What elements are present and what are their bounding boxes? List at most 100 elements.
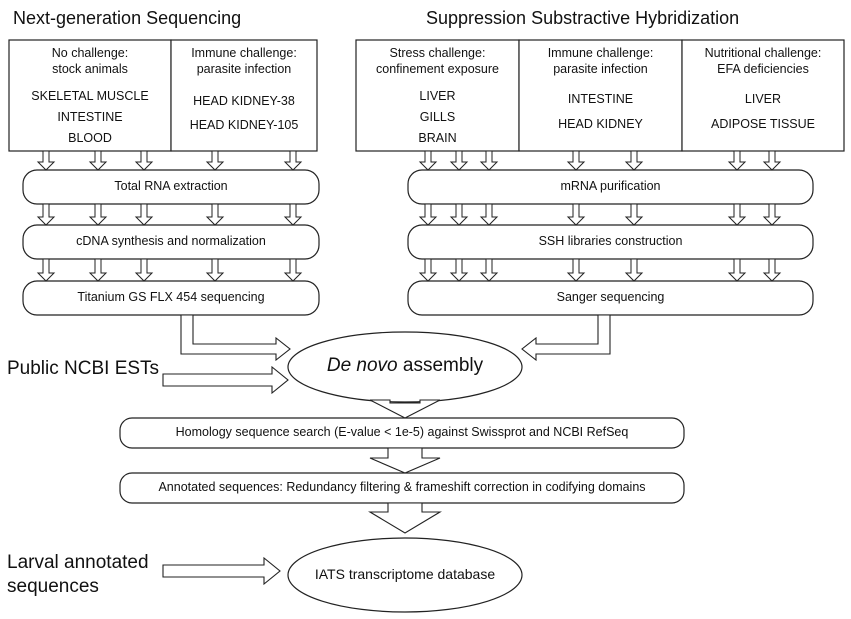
ngs-step-sequencing: Titanium GS FLX 454 sequencing: [77, 290, 265, 304]
down-arrow: [449, 258, 469, 282]
down-arrow: [283, 203, 303, 226]
ssh-to-assembly-arrow: [521, 314, 611, 362]
ssh-box2-tissue-2: HEAD KIDNEY: [558, 117, 643, 131]
ssh-step-mrna-box: [407, 169, 814, 205]
down-arrow: [624, 150, 644, 171]
down-arrow: [727, 258, 747, 282]
public-ests-arrow: [162, 365, 289, 395]
ssh-step-libraries: SSH libraries construction: [538, 234, 683, 248]
ngs-box2-title-line2: parasite infection: [196, 61, 292, 76]
ssh-box3-title: Nutritional challenge: EFA deficiencies: [682, 46, 844, 77]
ngs-step-rna-box: [22, 169, 320, 205]
down-arrow: [566, 203, 586, 226]
down-arrow: [418, 203, 438, 226]
ssh-box1-tissue-3: BRAIN: [418, 131, 457, 145]
down-arrow: [88, 150, 108, 171]
larval-label-line1: Larval annotated: [7, 552, 149, 573]
down-arrow: [205, 258, 225, 282]
ngs-title: Next-generation Sequencing: [13, 8, 242, 28]
ngs-box2-tissue-2: HEAD KIDNEY-105: [189, 118, 299, 132]
ssh-box1-title-line2: confinement exposure: [376, 61, 499, 76]
assembly-label: De novo assembly: [288, 354, 522, 378]
ssh-step-sanger: Sanger sequencing: [556, 290, 665, 304]
assembly-label-italic: De novo: [326, 355, 398, 376]
larval-label-line2: sequences: [7, 575, 99, 597]
down-arrow: [566, 150, 586, 171]
arrow-row-group: [36, 150, 782, 282]
down-arrow: [449, 150, 469, 171]
ngs-box2-tissue-1: HEAD KIDNEY-38: [193, 94, 295, 108]
ssh-box1-tissue-2: GILLS: [419, 110, 456, 124]
down-arrow: [479, 150, 499, 171]
down-arrow: [88, 203, 108, 226]
down-arrow: [134, 203, 154, 226]
ngs-box1-tissue-3: BLOOD: [68, 131, 112, 145]
ssh-box-nutritional-challenge: [681, 39, 845, 152]
ssh-box2-title-line2: parasite infection: [553, 61, 648, 76]
ngs-box2-title-line1: Immune challenge:: [191, 46, 297, 60]
down-arrow: [449, 203, 469, 226]
down-arrow: [624, 203, 644, 226]
assembly-label-rest: assembly: [397, 355, 484, 376]
annotation-step: Annotated sequences: Redundancy filterin…: [158, 480, 646, 494]
ssh-box1-title-line1: Stress challenge:: [389, 46, 486, 60]
down-arrow: [566, 258, 586, 282]
ngs-box-immune-challenge: [170, 39, 318, 152]
down-arrow: [205, 203, 225, 226]
database-ellipse: [287, 537, 523, 613]
ngs-box1-tissue-2: INTESTINE: [57, 110, 123, 124]
assembly-ellipse: [287, 331, 523, 403]
ssh-box3-tissue-2: ADIPOSE TISSUE: [711, 117, 815, 131]
ssh-box3-title-line1: Nutritional challenge:: [704, 46, 822, 60]
down-arrow: [134, 258, 154, 282]
ssh-title: Suppression Substractive Hybridization: [426, 8, 740, 28]
ngs-box2-title: Immune challenge: parasite infection: [171, 46, 317, 77]
down-arrow: [283, 150, 303, 171]
down-arrow: [36, 203, 56, 226]
ssh-step-libraries-box: [407, 224, 814, 260]
down-arrow: [727, 150, 747, 171]
down-arrow: [134, 150, 154, 171]
public-ests-label: Public NCBI ESTs: [7, 358, 160, 379]
ngs-to-assembly-arrow: [180, 314, 291, 362]
ssh-box2-title: Immune challenge: parasite infection: [519, 46, 682, 77]
ssh-box3-tissue-1: LIVER: [744, 92, 782, 106]
ssh-box-immune-challenge: [518, 39, 683, 152]
down-arrow: [762, 150, 782, 171]
annotation-to-database-arrow: [368, 502, 442, 534]
ssh-box1-title: Stress challenge: confinement exposure: [356, 46, 519, 77]
down-arrow: [624, 258, 644, 282]
homology-to-annotation-arrow: [369, 447, 441, 474]
ngs-box1-tissue-1: SKELETAL MUSCLE: [31, 89, 149, 103]
ssh-box1-tissue-1: LIVER: [419, 89, 456, 103]
down-arrow: [727, 203, 747, 226]
ngs-step-rna: Total RNA extraction: [114, 179, 228, 193]
ngs-box1-title: No challenge: stock animals: [9, 46, 171, 77]
down-arrow: [418, 258, 438, 282]
down-arrow: [762, 258, 782, 282]
ssh-box3-title-line2: EFA deficiencies: [717, 61, 809, 76]
homology-step: Homology sequence search (E-value < 1e-5…: [175, 425, 629, 439]
down-arrow: [479, 203, 499, 226]
ssh-box2-tissue-1: INTESTINE: [567, 92, 634, 106]
down-arrow: [205, 150, 225, 171]
down-arrow: [418, 150, 438, 171]
larval-arrow: [162, 556, 281, 586]
database-label: IATS transcriptome database: [314, 566, 496, 582]
ssh-box-stress-challenge: [355, 39, 520, 152]
down-arrow: [283, 258, 303, 282]
down-arrow: [762, 203, 782, 226]
ssh-step-mrna: mRNA purification: [560, 179, 661, 193]
down-arrow: [479, 258, 499, 282]
down-arrow: [88, 258, 108, 282]
down-arrow: [36, 258, 56, 282]
ngs-step-cdna-box: [22, 224, 320, 260]
down-arrow: [36, 150, 56, 171]
assembly-to-homology-arrow: [369, 399, 441, 419]
ngs-box1-title-line2: stock animals: [52, 61, 128, 76]
ssh-box2-title-line1: Immune challenge:: [547, 46, 654, 60]
ngs-box1-title-line1: No challenge:: [51, 46, 129, 60]
larval-label: Larval annotated sequences: [7, 551, 149, 599]
ngs-step-cdna: cDNA synthesis and normalization: [76, 234, 266, 248]
